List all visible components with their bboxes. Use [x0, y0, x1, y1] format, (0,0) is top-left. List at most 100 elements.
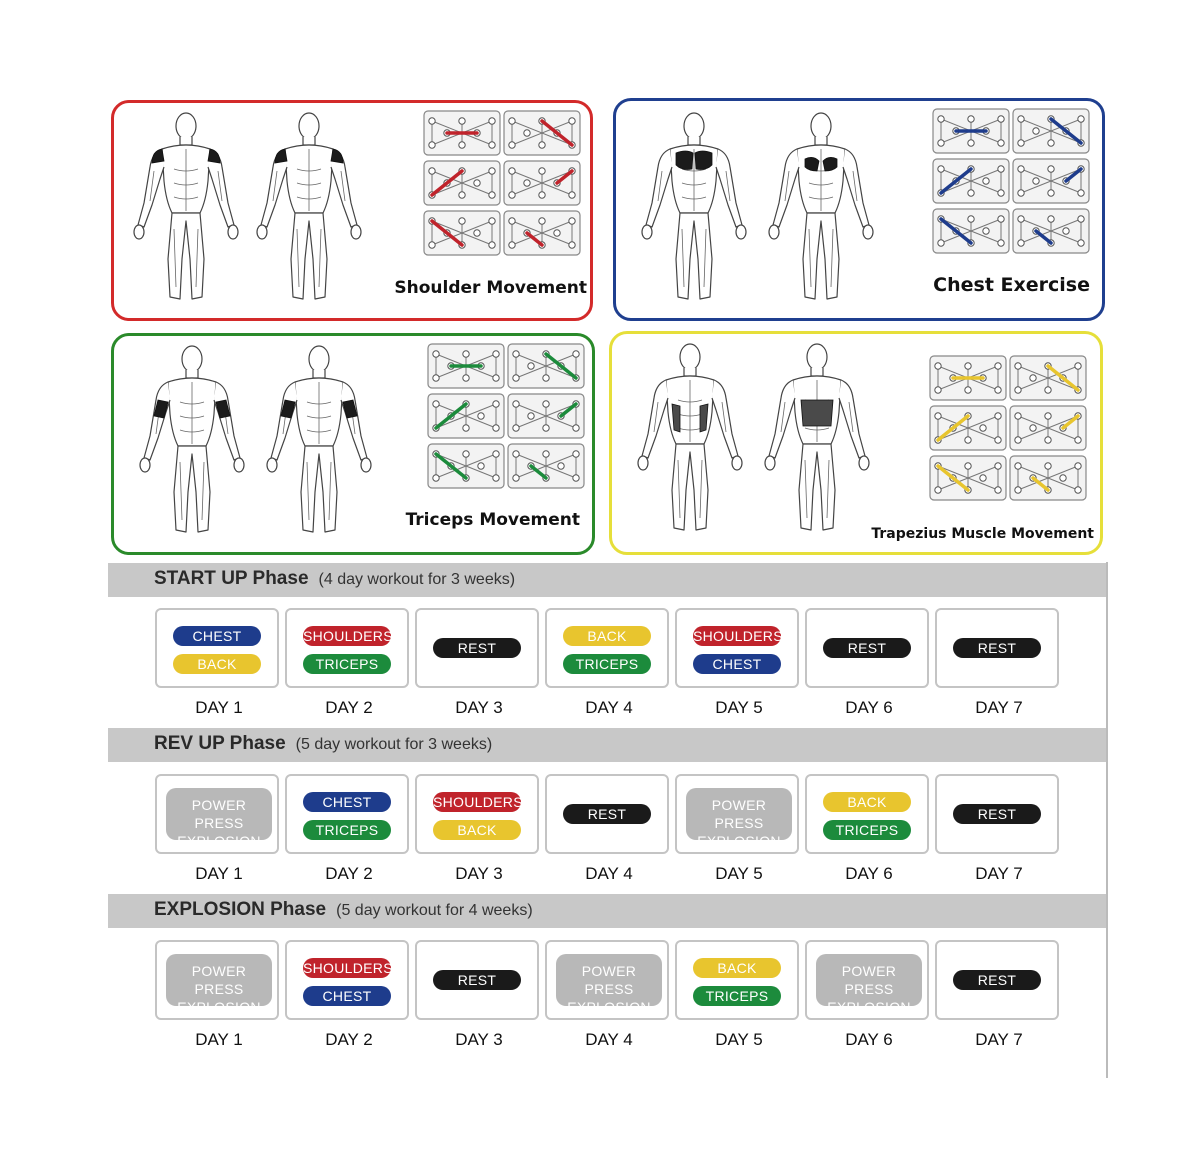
- power-press-line: POWER PRESS: [581, 963, 637, 997]
- day-card: SHOULDERS CHEST DAY 5: [675, 608, 799, 717]
- back-pill: BACK: [823, 792, 911, 812]
- board-grid-svg: [932, 108, 1090, 254]
- day-label: DAY 6: [845, 698, 893, 717]
- power-press-badge: POWER PRESS EXPLOSION: [686, 788, 792, 849]
- body-back-shoulders-icon: [249, 109, 369, 318]
- push-up-board-diagram: [931, 107, 1091, 262]
- day-label: DAY 3: [455, 698, 503, 717]
- triceps-pill: TRICEPS: [303, 654, 391, 674]
- triceps-panel: Triceps Movement: [111, 333, 595, 555]
- day-card: POWER PRESS EXPLOSION DAY 1: [155, 774, 279, 883]
- panel-title: Chest Exercise: [933, 274, 1090, 296]
- triceps-pill: TRICEPS: [823, 820, 911, 840]
- shoulder-panel: Shoulder Movement: [111, 100, 593, 321]
- shoulders-pill: SHOULDERS: [303, 958, 393, 978]
- body-outline-svg: [641, 112, 747, 300]
- chest-panel: Chest Exercise: [613, 98, 1105, 321]
- back-pill: BACK: [173, 654, 261, 674]
- body-outline-svg: [266, 345, 372, 533]
- power-press-badge: POWER PRESS EXPLOSION: [166, 788, 272, 849]
- body-front-shoulders-icon: [126, 109, 246, 318]
- day-label: DAY 6: [845, 1030, 893, 1049]
- phase-note: (4 day workout for 3 weeks): [318, 571, 516, 588]
- phase-header: EXPLOSION Phase (5 day workout for 4 week…: [108, 894, 1106, 928]
- phase-note: (5 day workout for 4 weeks): [336, 902, 533, 919]
- power-press-line: POWER PRESS: [191, 797, 247, 831]
- back-pill: BACK: [433, 820, 521, 840]
- shoulders-pill: SHOULDERS: [433, 792, 523, 812]
- chest-pill: CHEST: [303, 986, 391, 1006]
- rest-pill: REST: [823, 638, 911, 658]
- day-label: DAY 6: [845, 864, 893, 883]
- rest-pill: REST: [953, 804, 1041, 824]
- triceps-pill: TRICEPS: [693, 986, 781, 1006]
- day-label: DAY 3: [455, 864, 503, 883]
- push-up-board-diagram: [426, 342, 586, 497]
- body-front-triceps-icon: [132, 342, 252, 552]
- power-press-line: EXPLOSION: [827, 999, 911, 1015]
- day-card: SHOULDERS CHEST DAY 2: [285, 940, 409, 1049]
- phase-title: REV UP Phase: [154, 733, 286, 754]
- body-outline-svg: [637, 343, 743, 531]
- power-press-line: EXPLOSION: [177, 833, 261, 849]
- schedule-border: [1106, 562, 1108, 1078]
- day-label: DAY 1: [195, 1030, 243, 1049]
- panel-title: Shoulder Movement: [394, 278, 587, 298]
- body-front-back-icon: [630, 340, 750, 550]
- day-card: SHOULDERS TRICEPS DAY 2: [285, 608, 409, 717]
- day-card: CHEST BACK DAY 1: [155, 608, 279, 717]
- day-card: REST DAY 6: [805, 608, 929, 717]
- body-outline-svg: [139, 345, 245, 533]
- rest-pill: REST: [953, 970, 1041, 990]
- rest-pill: REST: [563, 804, 651, 824]
- power-press-line: EXPLOSION: [697, 833, 781, 849]
- push-up-board-diagram: [422, 109, 582, 264]
- phase-header: REV UP Phase (5 day workout for 3 weeks): [108, 728, 1106, 762]
- rest-pill: REST: [433, 970, 521, 990]
- phase-note: (5 day workout for 3 weeks): [295, 736, 493, 753]
- body-outline-svg: [133, 112, 239, 300]
- power-press-line: POWER PRESS: [841, 963, 897, 997]
- power-press-line: POWER PRESS: [711, 797, 767, 831]
- chest-pill: CHEST: [693, 654, 781, 674]
- day-label: DAY 5: [715, 698, 763, 717]
- day-label: DAY 4: [585, 698, 633, 717]
- board-grid-svg: [423, 110, 581, 256]
- shoulders-pill: SHOULDERS: [693, 626, 783, 646]
- day-label: DAY 1: [195, 864, 243, 883]
- panel-title: Trapezius Muscle Movement: [871, 526, 1094, 542]
- body-outline-svg: [764, 343, 870, 531]
- body-outline-svg: [256, 112, 362, 300]
- day-label: DAY 5: [715, 1030, 763, 1049]
- day-label: DAY 4: [585, 1030, 633, 1049]
- day-label: DAY 1: [195, 698, 243, 717]
- push-up-board-diagram: [928, 354, 1088, 509]
- body-back-back-icon: [757, 340, 877, 550]
- power-press-line: POWER PRESS: [191, 963, 247, 997]
- day-label: DAY 7: [975, 1030, 1023, 1049]
- day-card: REST DAY 3: [415, 608, 539, 717]
- phase-title: START UP Phase: [154, 568, 309, 589]
- chest-pill: CHEST: [173, 626, 261, 646]
- day-label: DAY 2: [325, 1030, 373, 1049]
- board-grid-svg: [929, 355, 1087, 501]
- rest-pill: REST: [433, 638, 521, 658]
- shoulders-pill: SHOULDERS: [303, 626, 393, 646]
- phase-title: EXPLOSION Phase: [154, 899, 327, 920]
- body-front-chest-icon: [634, 109, 754, 318]
- triceps-pill: TRICEPS: [303, 820, 391, 840]
- body-back-triceps-icon: [259, 342, 379, 552]
- day-label: DAY 3: [455, 1030, 503, 1049]
- day-label: DAY 2: [325, 698, 373, 717]
- day-label: DAY 2: [325, 864, 373, 883]
